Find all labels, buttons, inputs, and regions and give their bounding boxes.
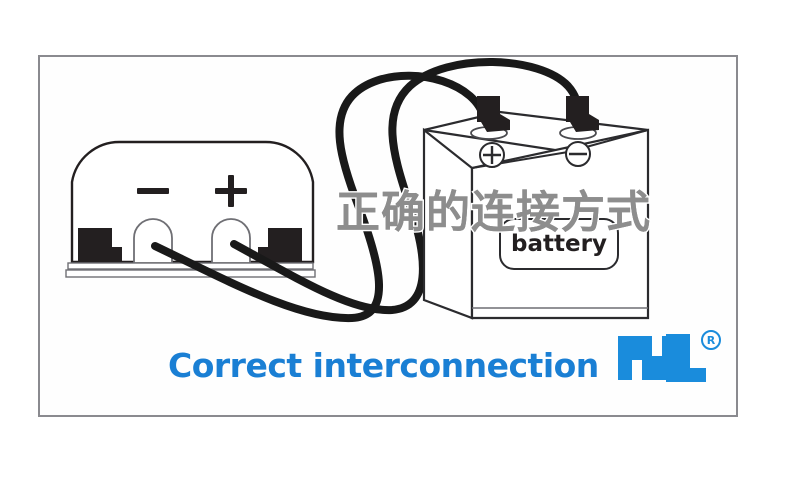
battery-label-text: battery bbox=[511, 231, 607, 257]
charger-negative-terminal bbox=[133, 218, 173, 264]
battery-left-clamp bbox=[477, 96, 510, 132]
battery-box bbox=[422, 96, 650, 320]
battery-negative-symbol bbox=[565, 141, 591, 167]
charger-unit bbox=[65, 140, 316, 278]
charger-plus-sign bbox=[215, 175, 247, 207]
svg-text:R: R bbox=[707, 334, 716, 347]
caption-correct-interconnection: Correct interconnection bbox=[168, 346, 599, 385]
battery-positive-symbol bbox=[479, 142, 505, 168]
battery-right-clamp bbox=[566, 96, 599, 132]
interconnect-wires bbox=[151, 58, 583, 323]
battery-label-plate bbox=[499, 218, 619, 270]
charger-minus-sign bbox=[137, 188, 169, 194]
ul-logo: R bbox=[618, 330, 721, 382]
watermark-zh-outline: 正确的连接方式 bbox=[335, 186, 652, 240]
charger-right-block bbox=[258, 228, 302, 263]
charger-positive-terminal bbox=[211, 218, 251, 264]
watermark-zh: 正确的连接方式 bbox=[336, 187, 651, 238]
charger-left-block bbox=[78, 228, 122, 263]
